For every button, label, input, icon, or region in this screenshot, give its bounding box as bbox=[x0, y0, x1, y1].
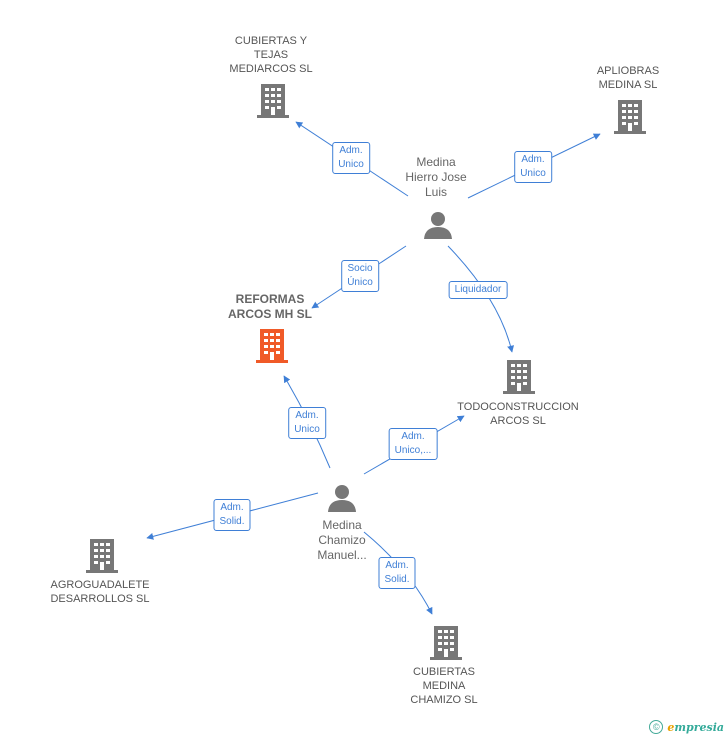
building-icon[interactable] bbox=[503, 360, 535, 394]
node-label-reformas[interactable]: REFORMAS ARCOS MH SL bbox=[228, 292, 312, 321]
person-icon[interactable] bbox=[327, 484, 357, 512]
building-icon[interactable] bbox=[256, 329, 288, 363]
edge-label-adm-solid[interactable]: Adm. Solid. bbox=[378, 557, 416, 589]
edge-label-adm-unico-more[interactable]: Adm. Unico,... bbox=[388, 428, 438, 460]
building-icon[interactable] bbox=[86, 539, 118, 573]
brand-logo: empresia bbox=[667, 720, 724, 734]
edge-label-adm-unico[interactable]: Adm. Unico bbox=[288, 407, 326, 439]
node-label-apliobras[interactable]: APLIOBRAS MEDINA SL bbox=[596, 65, 660, 91]
empresia-watermark: © empresia bbox=[649, 720, 724, 734]
building-icon[interactable] bbox=[614, 100, 646, 134]
edge-label-adm-unico[interactable]: Adm. Unico bbox=[332, 142, 370, 174]
copyright-icon: © bbox=[649, 720, 664, 734]
node-label-cubiertas-medina[interactable]: CUBIERTAS MEDINA CHAMIZO SL bbox=[410, 666, 478, 706]
edge-label-socio-unico[interactable]: Socio Único bbox=[341, 260, 379, 292]
edge-label-adm-solid[interactable]: Adm. Solid. bbox=[213, 499, 251, 531]
edge-hierro-todoconstruccion bbox=[447, 245, 514, 353]
edge-label-adm-unico[interactable]: Adm. Unico bbox=[514, 151, 552, 183]
node-label-agroguadalete[interactable]: AGROGUADALETE DESARROLLOS SL bbox=[50, 579, 150, 605]
node-label-todoconstruccion[interactable]: TODOCONSTRUCCION ARCOS SL bbox=[457, 401, 579, 427]
node-label-cubiertas-tejas[interactable]: CUBIERTAS Y TEJAS MEDIARCOS SL bbox=[229, 35, 313, 75]
node-label-medina-hierro[interactable]: Medina Hierro Jose Luis bbox=[405, 155, 467, 199]
building-icon[interactable] bbox=[430, 626, 462, 660]
edge-label-liquidador[interactable]: Liquidador bbox=[448, 281, 508, 299]
node-label-medina-chamizo[interactable]: Medina Chamizo Manuel... bbox=[317, 518, 367, 562]
person-icon[interactable] bbox=[423, 211, 453, 239]
building-icon[interactable] bbox=[257, 84, 289, 118]
